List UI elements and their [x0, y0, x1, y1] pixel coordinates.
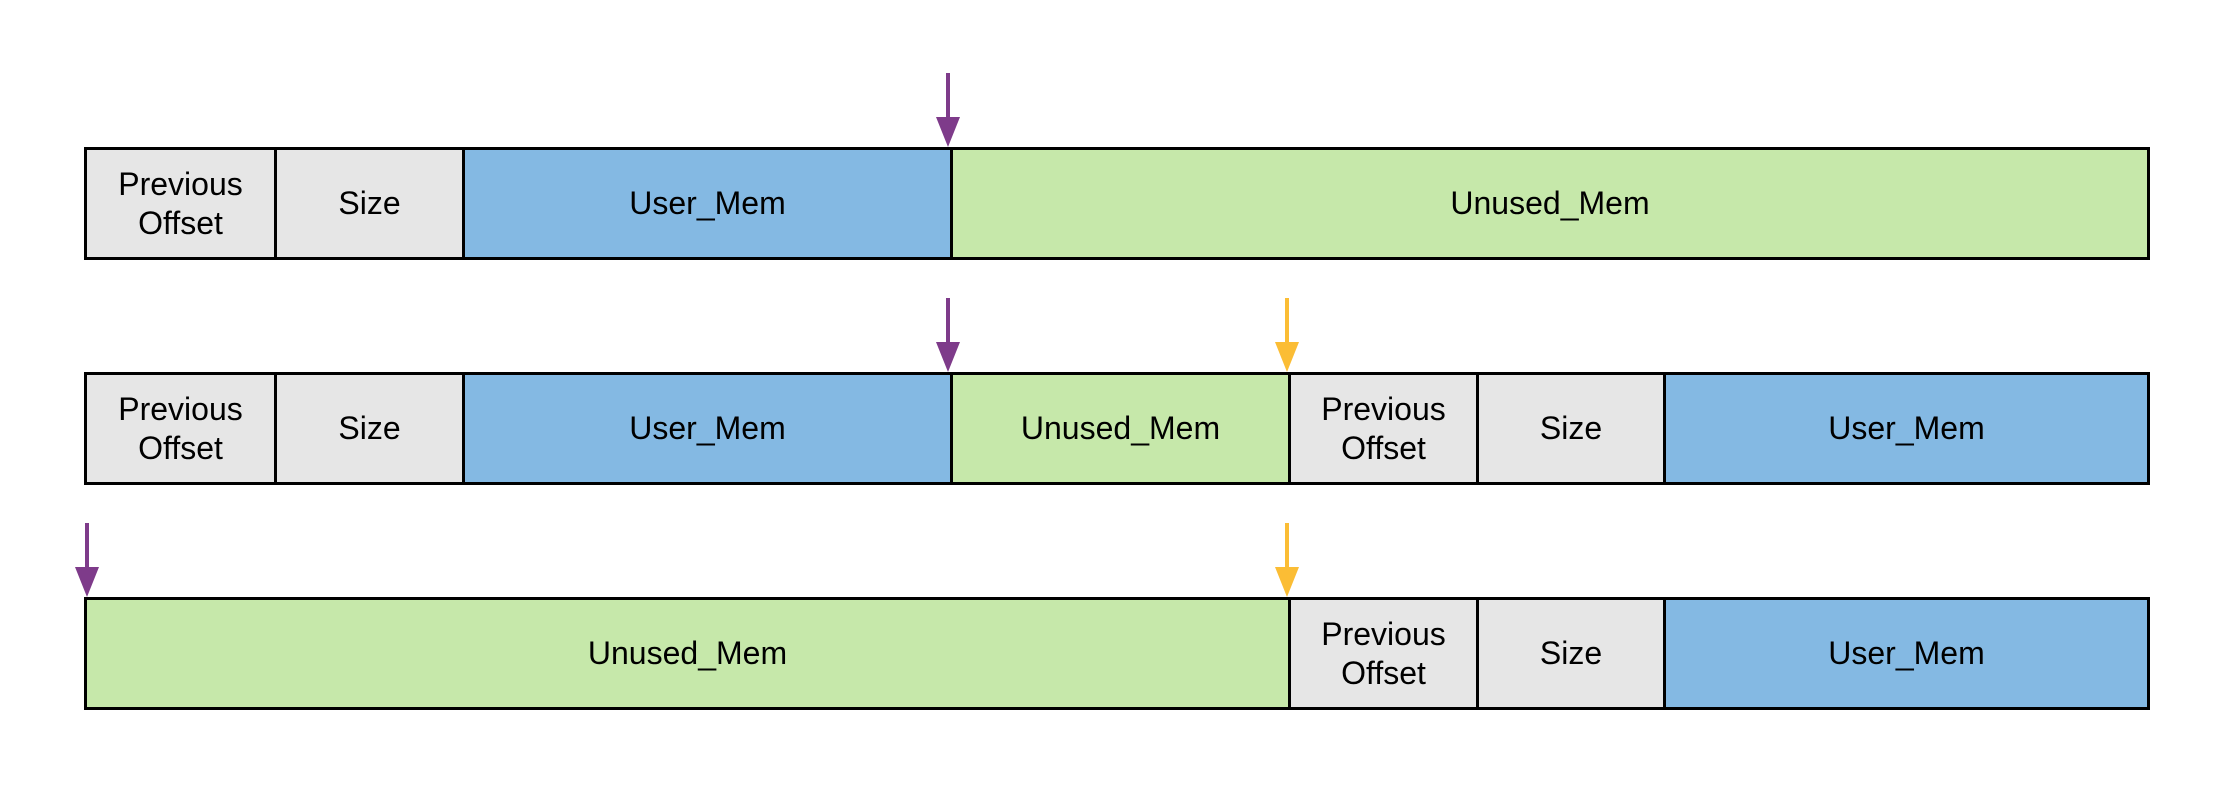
- yellow-arrow-icon: [1275, 523, 1299, 597]
- unused-mem-region: Unused_Mem: [87, 600, 1288, 707]
- user-mem-region: User_Mem: [1663, 375, 2147, 482]
- memory-block-row-3: Unused_Mem Previous Offset Size User_Mem: [84, 597, 2150, 710]
- user-mem-region: User_Mem: [462, 375, 950, 482]
- size-field: Size: [274, 375, 462, 482]
- yellow-arrow-icon: [1275, 298, 1299, 372]
- previous-offset-field: Previous Offset: [87, 375, 274, 482]
- previous-offset-field: Previous Offset: [1288, 600, 1476, 707]
- user-mem-region: User_Mem: [462, 150, 950, 257]
- memory-block-row-1: Previous Offset Size User_Mem Unused_Mem: [84, 147, 2150, 260]
- size-field: Size: [1476, 600, 1663, 707]
- memory-block-row-2: Previous Offset Size User_Mem Unused_Mem…: [84, 372, 2150, 485]
- previous-offset-field: Previous Offset: [87, 150, 274, 257]
- user-mem-region: User_Mem: [1663, 600, 2147, 707]
- unused-mem-region: Unused_Mem: [950, 150, 2147, 257]
- purple-arrow-icon: [936, 298, 960, 372]
- purple-arrow-icon: [75, 523, 99, 597]
- unused-mem-region: Unused_Mem: [950, 375, 1288, 482]
- size-field: Size: [274, 150, 462, 257]
- purple-arrow-icon: [936, 73, 960, 147]
- size-field: Size: [1476, 375, 1663, 482]
- previous-offset-field: Previous Offset: [1288, 375, 1476, 482]
